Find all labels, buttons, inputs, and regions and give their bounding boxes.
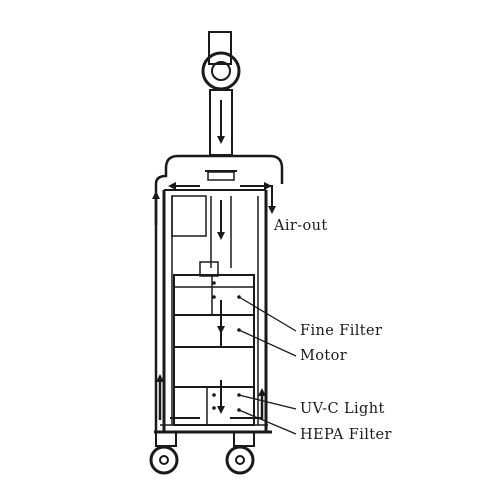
fine-filter-label: Fine Filter xyxy=(300,323,382,339)
uvc-hepa-chamber xyxy=(173,386,255,426)
motor-lower xyxy=(173,346,255,388)
air-out-arrow xyxy=(262,185,276,214)
hepa-filter-label: HEPA Filter xyxy=(300,427,392,443)
fine-filter-chamber xyxy=(173,261,255,316)
leader-lines xyxy=(238,296,297,435)
uvc-light-label: UV-C Light xyxy=(300,401,385,417)
cabinet-hood xyxy=(154,154,284,245)
wheel-left xyxy=(149,431,179,475)
wheel-right xyxy=(225,431,255,475)
inner-duct xyxy=(171,195,232,268)
air-out-label: Air-out xyxy=(273,218,328,234)
motor-label: Motor xyxy=(300,348,347,364)
